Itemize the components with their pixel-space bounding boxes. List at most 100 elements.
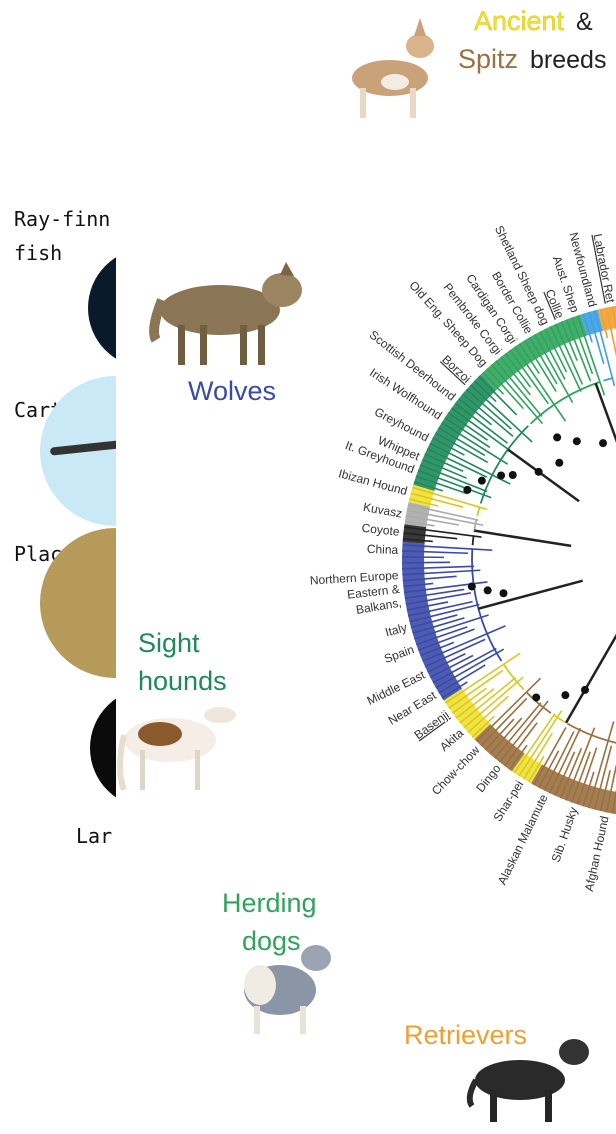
terminal-branch: [482, 371, 505, 395]
terminal-branch: [402, 561, 451, 564]
herding-title-2: dogs: [242, 926, 301, 956]
terminal-branch: [478, 375, 518, 416]
terminal-branch: [410, 492, 464, 508]
terminal-branch: [549, 326, 582, 392]
terminal-branch: [565, 319, 592, 382]
terminal-branch: [462, 393, 514, 438]
terminal-branch: [410, 614, 458, 629]
ray-finned-label-2: fish: [14, 241, 63, 265]
clade-sector-3: [443, 688, 491, 740]
terminal-branch: [588, 311, 605, 365]
terminal-branch: [593, 310, 616, 387]
clade-sector-8: [413, 374, 497, 492]
terminal-branch: [432, 437, 465, 456]
clade-arc: [473, 519, 478, 533]
terminal-branch: [422, 625, 506, 662]
terminal-branch: [412, 617, 465, 634]
terminal-branch: [406, 509, 484, 527]
terminal-branch: [519, 343, 540, 375]
support-node: [499, 589, 508, 598]
clade-arc: [471, 548, 503, 662]
leaf-label: Chow-chow: [429, 743, 483, 798]
clade-arc: [525, 691, 552, 714]
terminal-branch: [417, 469, 492, 499]
terminal-branch: [422, 458, 467, 479]
wolf-illustration: [149, 262, 302, 365]
terminal-branch: [441, 421, 509, 465]
terminal-branch: [538, 750, 560, 789]
terminal-branch: [554, 751, 576, 797]
terminal-branch: [406, 601, 449, 611]
terminal-branch: [438, 427, 486, 457]
leaf-label: Northern Europe: [309, 568, 399, 587]
ancient-title: Ancient: [474, 6, 565, 36]
terminal-branch: [476, 677, 542, 743]
terminal-branch: [465, 388, 512, 430]
support-node: [463, 485, 472, 494]
support-node: [477, 476, 486, 485]
inner-branch: [478, 579, 584, 610]
terminal-branch: [451, 687, 487, 714]
leaf-label: Afghan Hound: [582, 815, 612, 893]
terminal-branch: [403, 582, 434, 588]
spitz-title: Spitz: [458, 44, 518, 74]
terminal-branch: [435, 432, 489, 464]
terminal-branch: [576, 747, 598, 805]
terminal-branch: [427, 653, 466, 673]
terminal-branch: [414, 614, 489, 640]
terminal-branch: [429, 654, 474, 679]
terminal-branch: [565, 727, 596, 801]
terminal-branch: [471, 715, 495, 738]
terminal-branch: [405, 592, 471, 606]
terminal-branch: [593, 745, 613, 810]
figure-background: [116, 0, 616, 1134]
clade-arc: [553, 714, 566, 723]
terminal-branch: [424, 453, 464, 473]
terminal-branch: [527, 755, 545, 783]
terminal-branch: [432, 647, 497, 684]
terminal-branch: [438, 664, 486, 694]
terminal-branch: [554, 323, 584, 385]
terminal-branch: [402, 538, 433, 543]
terminal-branch: [588, 721, 615, 809]
clade-sector-0: [531, 764, 616, 815]
terminal-branch: [402, 575, 457, 582]
terminal-branch: [523, 732, 553, 780]
inner-branch: [507, 448, 580, 503]
support-node: [561, 691, 570, 700]
clade-sector-2: [474, 723, 525, 772]
terminal-branch: [480, 697, 528, 747]
terminal-branch: [599, 769, 611, 812]
terminal-branch: [458, 397, 493, 426]
terminal-branch: [514, 346, 567, 422]
terminal-branch: [403, 532, 458, 540]
terminal-branch: [543, 731, 575, 791]
terminal-branch: [444, 652, 521, 704]
terminal-branch: [539, 331, 566, 380]
terminal-branch: [534, 334, 574, 404]
terminal-branch: [611, 306, 616, 331]
terminal-branch: [407, 600, 473, 617]
terminal-branch: [448, 669, 504, 709]
leaf-label: Coyote: [361, 521, 401, 539]
terminal-branch: [459, 676, 517, 724]
terminal-branch: [484, 718, 515, 751]
clade-arc: [566, 722, 616, 744]
terminal-branch: [503, 722, 538, 767]
leaf-label: Kuvasz: [362, 500, 403, 521]
terminal-branch: [454, 402, 509, 444]
terminal-branch: [409, 603, 480, 623]
support-node: [534, 467, 543, 476]
terminal-branch: [532, 726, 567, 786]
leaf-label: Italy: [384, 620, 409, 639]
terminal-branch: [417, 628, 475, 651]
terminal-branch: [494, 702, 542, 759]
borzoi-illustration: [117, 707, 236, 792]
terminal-branch: [599, 308, 609, 339]
terminal-branch: [498, 700, 549, 763]
terminal-branch: [571, 317, 594, 375]
support-node: [581, 685, 589, 694]
terminal-branch: [455, 688, 495, 719]
terminal-branch: [559, 747, 583, 799]
terminal-branch: [402, 550, 469, 555]
